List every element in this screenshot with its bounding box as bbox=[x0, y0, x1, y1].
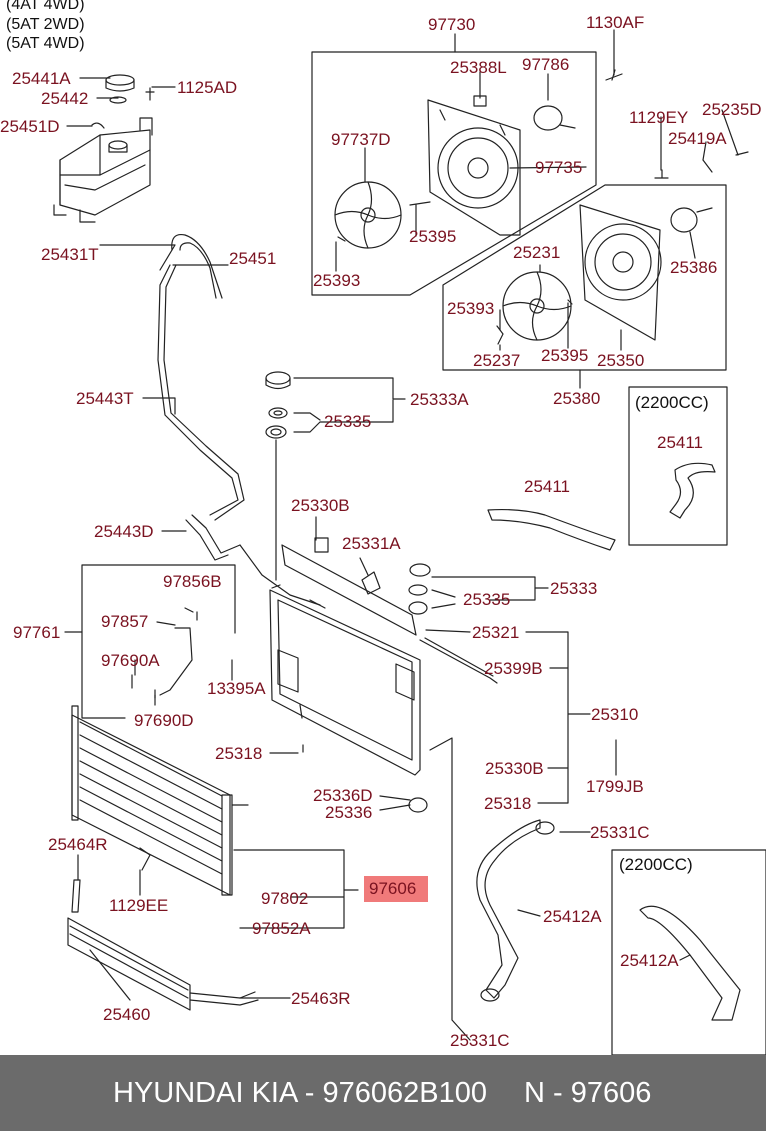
callout-25395-upper[interactable]: 25395 bbox=[409, 227, 457, 246]
callout-25318-right[interactable]: 25318 bbox=[484, 794, 532, 813]
callout-97761[interactable]: 97761 bbox=[13, 623, 61, 642]
callout-25335-lower[interactable]: 25335 bbox=[463, 590, 511, 609]
fan-shroud-1-drawing bbox=[311, 51, 623, 296]
callout-97786[interactable]: 97786 bbox=[522, 55, 570, 74]
callout-25336[interactable]: 25336 bbox=[325, 803, 373, 822]
callout-25443T[interactable]: 25443T bbox=[76, 389, 134, 408]
variant-2200cc-lower: (2200CC) bbox=[619, 855, 693, 874]
callout-1799JB[interactable]: 1799JB bbox=[586, 777, 644, 796]
callout-25235D[interactable]: 25235D bbox=[702, 100, 762, 119]
callout-97690D[interactable]: 97690D bbox=[134, 711, 194, 730]
condenser-drawing bbox=[71, 705, 249, 896]
fan-shroud-2-drawing bbox=[442, 151, 749, 371]
callout-25330B-lower[interactable]: 25330B bbox=[485, 759, 544, 778]
callout-1129EE[interactable]: 1129EE bbox=[109, 896, 169, 915]
radiator-drawing bbox=[269, 537, 498, 813]
callout-25441A[interactable]: 25441A bbox=[12, 69, 71, 88]
callout-1129EY[interactable]: 1129EY bbox=[629, 108, 689, 127]
variant-2200cc-upper: (2200CC) bbox=[635, 393, 709, 412]
reservoir-tank-drawing bbox=[53, 74, 155, 223]
oil-cooler-drawing bbox=[67, 879, 259, 1011]
callout-25388L[interactable]: 25388L bbox=[450, 58, 507, 77]
footer-bar: HYUNDAI KIA - 976062B100 N - 97606 bbox=[0, 1055, 766, 1131]
callout-25310[interactable]: 25310 bbox=[591, 705, 639, 724]
callout-97802[interactable]: 97802 bbox=[261, 889, 309, 908]
callout-25412A-variant[interactable]: 25412A bbox=[620, 951, 679, 970]
callout-25333A[interactable]: 25333A bbox=[410, 390, 469, 409]
callout-25318-left[interactable]: 25318 bbox=[215, 744, 263, 763]
variant-5at-4wd: (5AT 4WD) bbox=[6, 35, 85, 52]
callout-25393-upper[interactable]: 25393 bbox=[313, 271, 361, 290]
callout-25443D[interactable]: 25443D bbox=[94, 522, 154, 541]
callout-1130AF[interactable]: 1130AF bbox=[586, 13, 645, 32]
callout-25463R[interactable]: 25463R bbox=[291, 989, 351, 1008]
callout-25336D[interactable]: 25336D bbox=[313, 786, 373, 805]
callout-25331A[interactable]: 25331A bbox=[342, 534, 401, 553]
callout-25399B[interactable]: 25399B bbox=[484, 659, 543, 678]
callout-25412A[interactable]: 25412A bbox=[543, 907, 602, 926]
callout-13395A[interactable]: 13395A bbox=[207, 679, 266, 698]
callout-25380[interactable]: 25380 bbox=[553, 389, 601, 408]
highlight-97606 bbox=[364, 876, 428, 902]
callout-25237[interactable]: 25237 bbox=[473, 351, 521, 370]
callout-97857[interactable]: 97857 bbox=[101, 612, 149, 631]
callout-25231[interactable]: 25231 bbox=[513, 243, 561, 262]
variant-4at-4wd: (4AT 4WD) bbox=[6, 0, 85, 13]
callout-25460[interactable]: 25460 bbox=[103, 1005, 151, 1024]
callout-25411-variant[interactable]: 25411 bbox=[657, 433, 704, 452]
footer-ref: N - 97606 bbox=[524, 1077, 652, 1109]
callout-25464R[interactable]: 25464R bbox=[48, 835, 108, 854]
variant-5at-2wd: (5AT 2WD) bbox=[6, 16, 85, 33]
callout-25451D[interactable]: 25451D bbox=[0, 117, 60, 136]
callout-25395-lower[interactable]: 25395 bbox=[541, 346, 589, 365]
reservoir-hose-drawing bbox=[157, 233, 321, 606]
callout-97690A[interactable]: 97690A bbox=[101, 651, 160, 670]
callout-25431T[interactable]: 25431T bbox=[41, 245, 99, 264]
footer-part-number: HYUNDAI KIA - 976062B100 bbox=[113, 1077, 487, 1109]
callout-97606[interactable]: 97606 bbox=[369, 879, 417, 898]
variant-box-upper-border bbox=[628, 386, 728, 546]
callout-25442[interactable]: 25442 bbox=[41, 89, 89, 108]
callout-97737D[interactable]: 97737D bbox=[331, 130, 391, 149]
parts-drawing bbox=[53, 29, 766, 1056]
callout-1125AD[interactable]: 1125AD bbox=[177, 78, 238, 97]
callout-25321[interactable]: 25321 bbox=[472, 623, 520, 642]
callout-25386[interactable]: 25386 bbox=[670, 258, 718, 277]
callout-25393-lower[interactable]: 25393 bbox=[447, 299, 495, 318]
callout-25333[interactable]: 25333 bbox=[550, 579, 598, 598]
parts-diagram: (4AT 4WD) (5AT 2WD) (5AT 4WD) 25441A 254… bbox=[0, 0, 766, 1056]
callout-25331C-lower[interactable]: 25331C bbox=[450, 1031, 510, 1050]
callout-25330B-upper[interactable]: 25330B bbox=[291, 496, 350, 515]
callout-25411[interactable]: 25411 bbox=[524, 477, 571, 496]
callout-25419A[interactable]: 25419A bbox=[668, 129, 727, 148]
callout-25335-upper[interactable]: 25335 bbox=[324, 412, 372, 431]
callout-97852A[interactable]: 97852A bbox=[252, 919, 311, 938]
leader-lines bbox=[64, 29, 739, 1041]
variant-box-lower-border bbox=[611, 849, 766, 1056]
callout-97735[interactable]: 97735 bbox=[535, 158, 583, 177]
callout-25350[interactable]: 25350 bbox=[597, 351, 645, 370]
callout-25451[interactable]: 25451 bbox=[229, 249, 277, 268]
callout-97856B[interactable]: 97856B bbox=[163, 572, 222, 591]
callout-97730[interactable]: 97730 bbox=[428, 15, 476, 34]
callout-25331C-upper[interactable]: 25331C bbox=[590, 823, 650, 842]
